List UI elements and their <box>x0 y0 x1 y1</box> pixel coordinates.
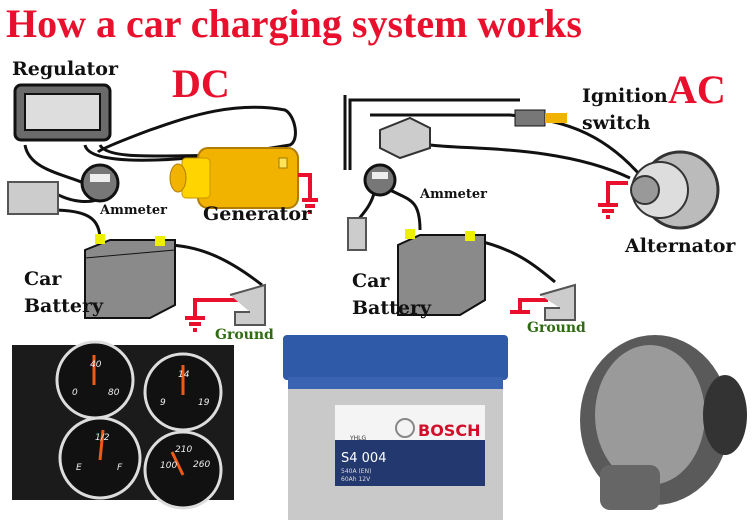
diagram-shape <box>703 375 747 455</box>
alternator-photo <box>580 335 747 510</box>
diagram-text: 19 <box>198 398 210 408</box>
diagram-text: 9 <box>160 398 166 408</box>
diagram-shape <box>363 163 397 197</box>
diagram-shape <box>84 239 176 319</box>
diagram-shape <box>429 143 631 180</box>
diagram-shape <box>389 188 422 231</box>
ac-ground-bracket-icon <box>539 283 576 321</box>
alternator-label: Alternator <box>625 235 736 257</box>
diagram-text: 14 <box>178 370 190 380</box>
diagram-shape <box>600 465 660 510</box>
diagram-shape <box>98 429 105 461</box>
diagram-text: F <box>117 463 123 473</box>
diagram-shape <box>24 93 101 131</box>
diagram-shape <box>372 172 388 179</box>
dc-battery-icon <box>84 234 176 319</box>
diagram-shape <box>155 236 165 246</box>
gauge-cluster-photo <box>12 340 234 510</box>
diagram-shape <box>630 175 660 205</box>
diagram-shape <box>379 116 431 160</box>
diagram-shape <box>83 105 297 162</box>
ignition-label: Ignition <box>582 85 668 107</box>
diagram-text: 80 <box>108 388 120 398</box>
dc-ground-label: Ground <box>215 327 274 343</box>
diagram-shape <box>170 451 185 476</box>
alternator-icon <box>630 150 720 230</box>
diagram-shape <box>298 173 312 200</box>
diagram-text: E <box>76 463 82 473</box>
diagram-text: 60Ah 12V <box>341 476 371 483</box>
diagram-shape <box>143 430 223 510</box>
diagram-shape <box>343 95 520 170</box>
diagram-text: 40 <box>90 360 102 370</box>
diagram-shape <box>197 147 299 209</box>
diagram-shape <box>80 163 120 203</box>
ac-battery-icon <box>397 229 486 316</box>
diagram-shape <box>283 335 508 380</box>
diagram-shape <box>397 234 486 316</box>
ac-ammeter-icon <box>363 163 397 197</box>
ground-icons <box>185 173 628 332</box>
switch-label: switch <box>582 112 651 134</box>
diagram-shape <box>169 163 187 193</box>
diagram-text: YHLG <box>349 435 367 442</box>
dc-ground-bracket-icon <box>229 283 266 326</box>
diagram-shape <box>606 181 628 205</box>
dc-ammeter-label: Ammeter <box>100 203 167 218</box>
ac-battery-label: Battery <box>352 297 432 319</box>
diagram-shape <box>278 157 288 169</box>
diagram-text: 540A (EN) <box>341 468 371 475</box>
diagram-text: 100 <box>160 461 177 471</box>
diagram-shape <box>90 174 110 182</box>
diagram-shape <box>518 298 548 312</box>
ac-car-label: Car <box>352 270 390 292</box>
ignition-switch-icon <box>514 109 567 127</box>
dc-ammeter-icon <box>80 163 120 203</box>
dc-terminal-block-icon <box>7 181 59 215</box>
diagram-shape <box>465 231 475 241</box>
bosch-battery-photo <box>283 335 508 520</box>
diagram-shape <box>335 440 485 486</box>
dc-car-label: Car <box>24 268 62 290</box>
diagram-shape <box>514 109 546 127</box>
ac-heading: AC <box>668 67 726 112</box>
dc-battery-label: Battery <box>24 295 104 317</box>
diagram-shape <box>395 418 415 438</box>
diagram-shape <box>164 243 263 287</box>
regulator-label: Regulator <box>12 58 118 80</box>
diagram-text: 0 <box>72 388 78 398</box>
diagram-shape <box>595 345 705 485</box>
diagram-shape <box>288 377 503 389</box>
ac-ammeter-label: Ammeter <box>420 187 487 202</box>
diagram-shape <box>185 316 205 332</box>
diagram-shape <box>302 198 318 214</box>
generator-icon <box>169 147 299 209</box>
diagram-shape <box>95 234 105 244</box>
generator-label: Generator <box>203 203 311 225</box>
diagram-text: BOSCH <box>418 421 480 440</box>
diagram-shape <box>474 238 556 284</box>
regulator-icon <box>13 83 112 142</box>
dc-heading: DC <box>172 61 230 106</box>
page-title: How a car charging system works <box>6 1 582 46</box>
ac-regulator-icon <box>379 116 431 160</box>
diagram-shape <box>193 298 238 318</box>
diagram-shape <box>51 208 102 241</box>
diagram-text: 260 <box>193 460 210 470</box>
diagram-text: S4 004 <box>341 451 386 466</box>
bosch-battery-text: BOSCH YHLG S4 004 540A (EN) 60Ah 12V <box>341 421 480 483</box>
diagram-shape <box>598 203 618 219</box>
ac-ground-label: Ground <box>527 320 586 336</box>
ac-terminal-block-icon <box>347 217 367 251</box>
diagram-text: 1/2 <box>95 433 110 443</box>
ac-wires <box>343 95 642 284</box>
diagram-shape <box>405 229 415 239</box>
diagram-shape <box>84 249 176 259</box>
diagram-shape <box>545 113 567 123</box>
diagram-text: 210 <box>175 445 192 455</box>
